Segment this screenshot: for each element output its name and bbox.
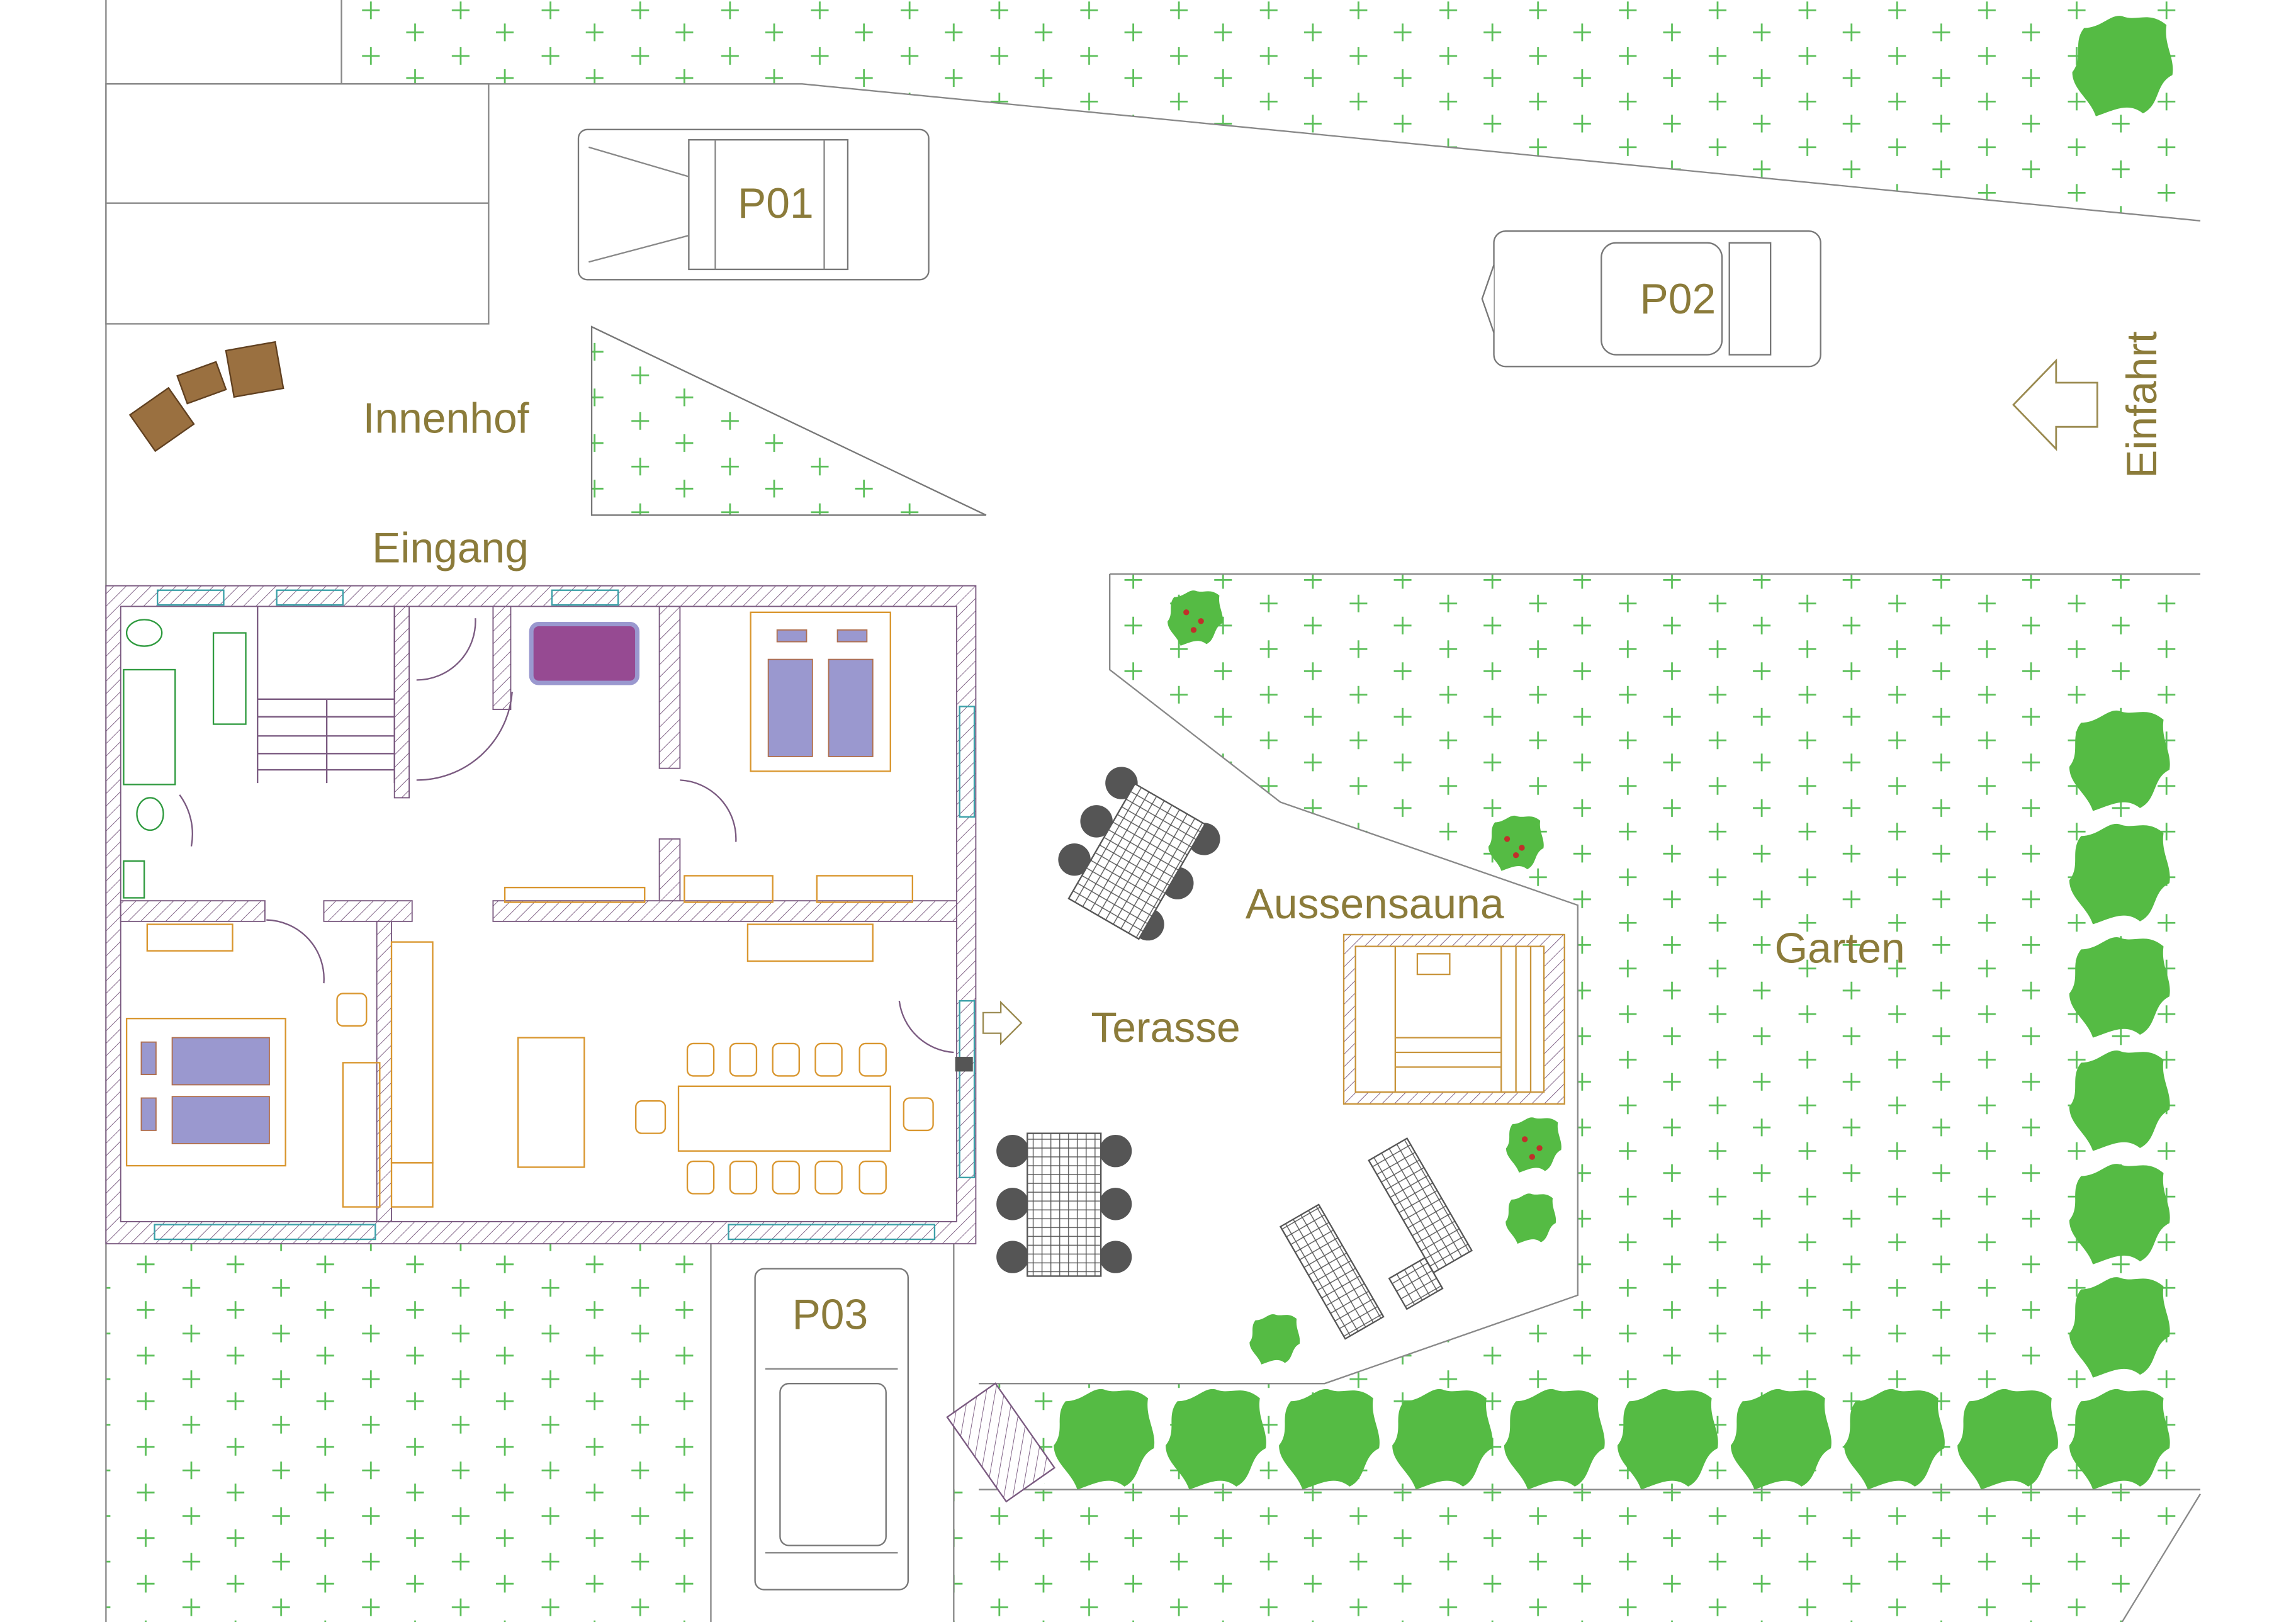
outdoor-sauna [1342,933,1565,1105]
area-label-garten: Garten [1774,925,1905,972]
parking-label-p03: P03 [792,1292,869,1339]
bathroom-fixtures [123,619,247,899]
lawn-south-left [106,1244,711,1622]
area-label-terasse: Terasse [1091,1005,1240,1052]
terrace-table-upper [1058,767,1220,941]
dining-chairs [336,993,934,1195]
area-label-eingang: Eingang [372,524,529,572]
area-label-einfahrt: Einfahrt [2119,331,2166,478]
area-label-innenhof: Innenhof [363,395,529,442]
terrace-table-lower [996,1132,1132,1277]
bed [828,658,874,757]
dining-table [677,1085,891,1152]
house-floor-plan [105,585,977,1244]
terrace-door-arrow-icon [982,1000,1023,1045]
bed [171,1096,270,1144]
terrace-steps [946,1382,1056,1503]
parking-p02[interactable]: P02 [1481,230,1821,368]
site-boundaries [105,0,2201,1622]
parking-label-p01: P01 [738,180,814,227]
lawn-north [341,0,2201,221]
berry-shrubs [1168,590,1562,1173]
lawn-triangle [590,325,987,516]
bed [171,1037,270,1086]
driveway-arrow-icon [2012,358,2098,451]
bed [767,658,813,757]
parking-label-p02: P02 [1640,276,1716,323]
lawn-south-right [954,1489,2200,1622]
sofa [529,622,640,685]
area-label-aussensauna: Aussensauna [1246,881,1504,928]
sun-loungers [1279,1137,1473,1340]
parking-p01[interactable]: P01 [577,128,930,281]
parking-p03[interactable]: P03 [754,1268,909,1591]
courtyard-loungers [128,341,284,453]
